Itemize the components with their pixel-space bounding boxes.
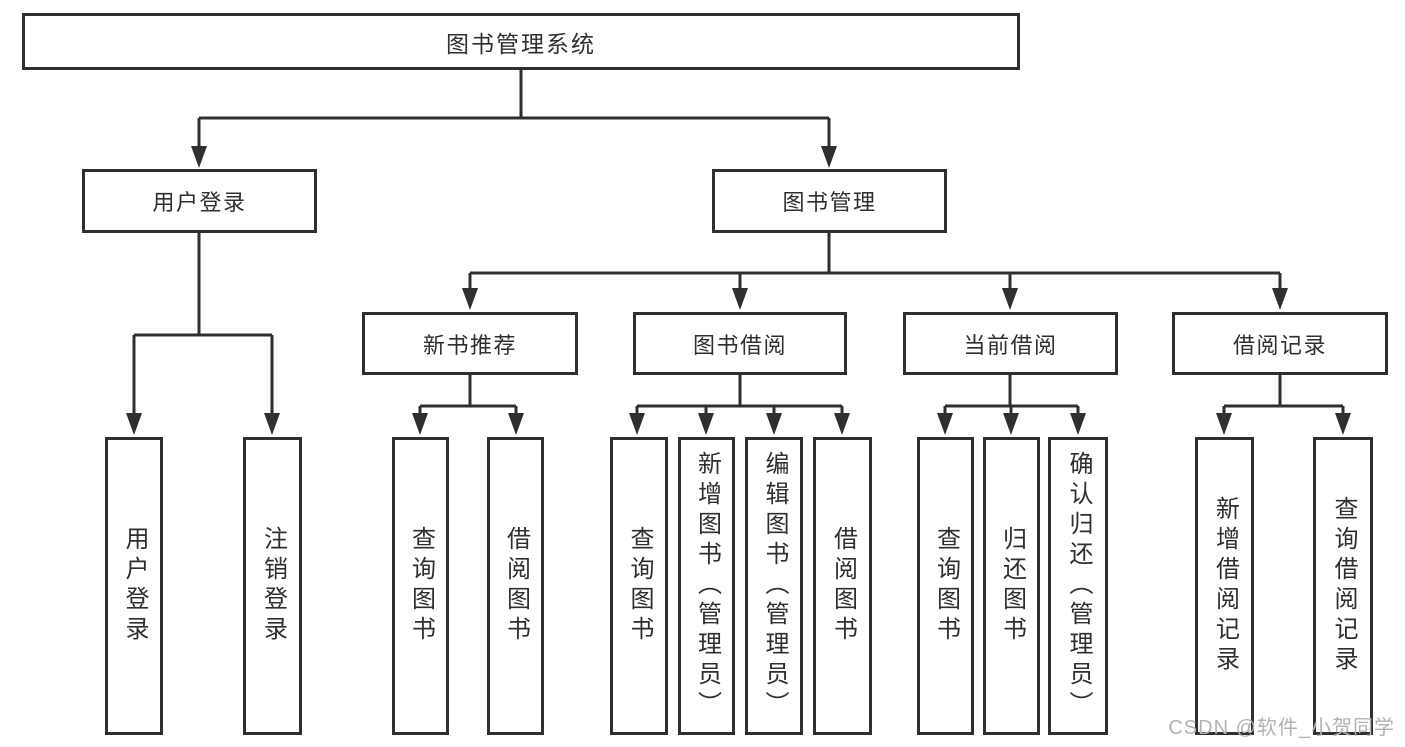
connector-borrow-records-children: [1222, 375, 1345, 418]
node-book-management: 图书管理: [712, 169, 947, 233]
node-label: 查询图书: [407, 526, 435, 646]
leaf-user-login: 用户登录: [105, 437, 163, 735]
node-label: 查询借阅记录: [1330, 496, 1357, 676]
node-label: 新增图书（管理员）: [693, 451, 721, 721]
leaf-logout: 注销登录: [243, 437, 302, 735]
leaf-add-books-admin: 新增图书（管理员）: [678, 437, 735, 735]
node-user-login: 用户登录: [82, 169, 317, 233]
leaf-edit-books-admin: 编辑图书（管理员）: [745, 437, 803, 735]
node-label: 图书借阅: [692, 332, 787, 358]
leaf-query-books-current: 查询图书: [917, 437, 974, 735]
connector-new-book-children: [418, 375, 518, 418]
leaf-query-borrow-record: 查询借阅记录: [1313, 437, 1373, 735]
node-label: 查询图书: [626, 526, 653, 646]
connector-user-login-children: [132, 233, 274, 418]
node-library-management-system: 图书管理系统: [22, 13, 1020, 70]
node-label: 图书管理: [782, 190, 877, 215]
node-label: 新书推荐: [422, 332, 517, 358]
node-label: 编辑图书（管理员）: [761, 451, 788, 721]
leaf-borrow-books-borrowing: 借阅图书: [813, 437, 872, 735]
node-label: 借阅记录: [1232, 332, 1327, 358]
node-label: 图书管理系统: [446, 30, 596, 57]
connector-book-management-children: [468, 232, 1282, 294]
node-current-borrowing: 当前借阅: [903, 312, 1118, 375]
node-label: 用户登录: [121, 526, 148, 646]
node-label: 借阅图书: [502, 526, 530, 646]
node-book-borrowing: 图书借阅: [633, 312, 847, 375]
arrowheads: [126, 146, 1351, 435]
connector-current-borrowing-children: [943, 375, 1080, 418]
node-label: 当前借阅: [963, 332, 1058, 358]
node-label: 借阅图书: [829, 526, 857, 646]
leaf-query-books-recommend: 查询图书: [392, 437, 449, 735]
connector-root-to-level2: [197, 70, 831, 150]
connector-book-borrowing-children: [635, 375, 844, 418]
node-label: 查询图书: [932, 526, 960, 646]
node-new-book-recommend: 新书推荐: [362, 312, 578, 375]
leaf-query-books-borrowing: 查询图书: [610, 437, 668, 735]
leaf-confirm-return-admin: 确认归还（管理员）: [1048, 437, 1108, 735]
node-label: 用户登录: [152, 190, 247, 215]
node-label: 确认归还（管理员）: [1065, 451, 1092, 721]
node-label: 注销登录: [259, 526, 287, 646]
leaf-return-books: 归还图书: [983, 437, 1040, 735]
node-borrow-records: 借阅记录: [1172, 312, 1388, 375]
leaf-add-borrow-record: 新增借阅记录: [1195, 437, 1254, 735]
leaf-borrow-books-recommend: 借阅图书: [487, 437, 544, 735]
node-label: 归还图书: [998, 526, 1026, 646]
node-label: 新增借阅记录: [1211, 496, 1239, 676]
